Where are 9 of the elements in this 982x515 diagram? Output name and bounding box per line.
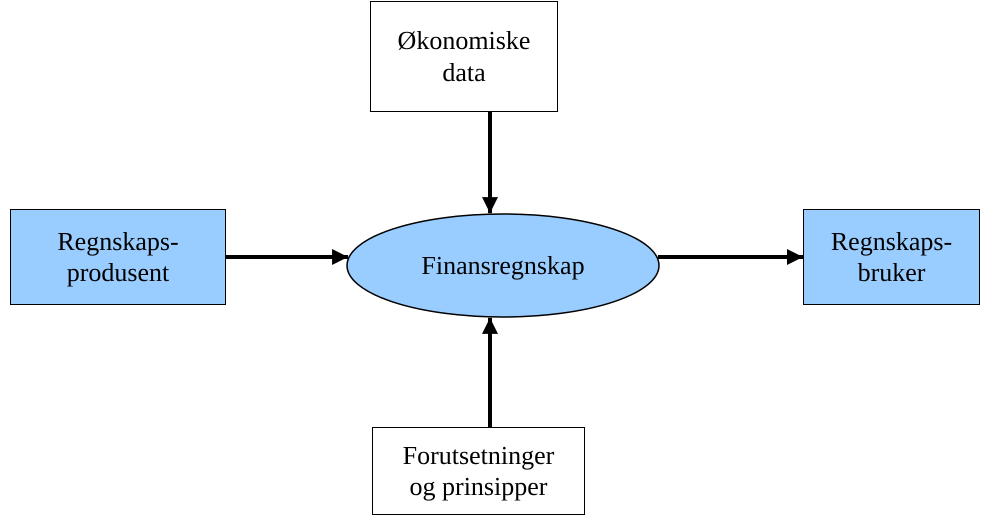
process-box: Forutsetninger og prinsipper xyxy=(372,427,585,515)
process-box: Økonomiske data xyxy=(370,1,558,112)
arrow xyxy=(658,249,803,265)
node-label: Finansregnskap xyxy=(421,250,585,282)
arrow xyxy=(482,112,498,214)
process-box: Regnskaps- produsent xyxy=(10,209,226,305)
arrow xyxy=(482,318,498,427)
process-box: Regnskaps- bruker xyxy=(803,209,980,305)
arrow xyxy=(226,249,348,265)
